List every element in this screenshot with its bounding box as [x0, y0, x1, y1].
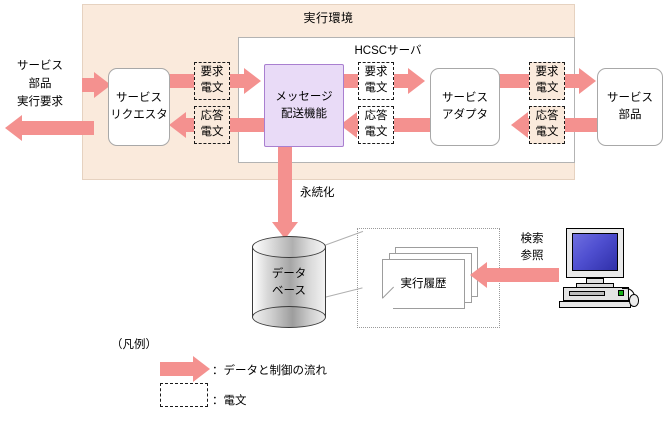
node-service-adapter-line1: サービス — [442, 92, 488, 105]
persistence-label: 永続化 — [300, 187, 335, 199]
telegram-response-2-line1: 応答 — [364, 110, 388, 123]
database-label-line1: データ — [271, 268, 307, 280]
mouse-icon — [629, 294, 639, 307]
telegram-box-request-3: 要求 電文 — [529, 62, 565, 100]
database-label: データ ベース — [252, 266, 326, 301]
telegram-box-request-2: 要求 電文 — [358, 62, 394, 100]
node-service-component[interactable]: サービス 部品 — [597, 68, 663, 146]
node-service-component-line2: 部品 — [618, 109, 642, 121]
node-message-delivery-line2: 配送機能 — [281, 107, 327, 120]
external-request-label: サービス 部品 実行要求 — [0, 58, 80, 111]
node-service-requester-line2: リクエスタ — [110, 109, 168, 121]
legend-dashed-meaning: ：電文 — [212, 395, 247, 407]
telegram-request-1-line2: 電文 — [200, 82, 224, 94]
telegram-response-1-line2: 電文 — [200, 126, 224, 138]
document-fold-corner — [382, 298, 393, 309]
telegram-box-response-3: 応答 電文 — [529, 106, 565, 144]
search-reference-label-line2: 参照 — [520, 250, 544, 263]
node-service-requester[interactable]: サービス リクエスタ — [108, 68, 170, 146]
external-request-label-line3: 実行要求 — [17, 95, 63, 108]
search-reference-label: 検索 参照 — [510, 231, 554, 266]
telegram-response-3-line1: 応答 — [535, 110, 559, 123]
telegram-request-3-line2: 電文 — [535, 82, 559, 94]
execution-environment-title: 実行環境 — [303, 11, 354, 25]
telegram-response-1-line1: 応答 — [200, 110, 224, 123]
cylinder-bottom-ellipse — [252, 306, 326, 328]
legend-title: （凡例） — [111, 339, 157, 351]
node-message-delivery[interactable]: メッセージ 配送機能 — [264, 64, 344, 147]
document-sheet-front — [382, 259, 465, 309]
node-service-adapter[interactable]: サービス アダプタ — [430, 68, 500, 146]
telegram-response-2-line2: 電文 — [364, 126, 388, 138]
telegram-box-response-1: 応答 電文 — [194, 106, 230, 144]
legend-arrow-meaning: ：データと制御の流れ — [212, 365, 327, 377]
keyboard — [559, 301, 631, 308]
cylinder-top-ellipse — [252, 236, 326, 258]
external-request-label-line2: 部品 — [28, 77, 52, 90]
node-service-adapter-line2: アダプタ — [442, 109, 488, 121]
node-service-component-line1: サービス — [607, 92, 653, 105]
database-label-line2: ベース — [272, 285, 306, 298]
telegram-request-1-line1: 要求 — [200, 66, 224, 79]
monitor-screen — [572, 233, 618, 271]
telegram-response-3-line2: 電文 — [535, 126, 559, 138]
external-request-label-line1: サービス — [17, 60, 63, 72]
telegram-box-response-2: 応答 電文 — [358, 106, 394, 144]
node-service-requester-line1: サービス — [116, 92, 162, 105]
computer-icon — [558, 228, 640, 308]
telegram-box-request-1: 要求 電文 — [194, 62, 230, 100]
telegram-request-2-line2: 電文 — [364, 82, 388, 94]
drive-slot — [569, 291, 605, 296]
execution-history-label: 実行履歴 — [400, 278, 447, 290]
legend-dashed-sample — [160, 383, 208, 407]
telegram-request-3-line1: 要求 — [535, 66, 559, 79]
database-cylinder-icon: データ ベース — [252, 236, 326, 328]
search-reference-label-line1: 検索 — [520, 233, 544, 245]
node-message-delivery-line1: メッセージ — [275, 90, 333, 103]
hcsc-server-title: HCSCサーバ — [354, 45, 422, 57]
telegram-request-2-line1: 要求 — [364, 66, 388, 79]
